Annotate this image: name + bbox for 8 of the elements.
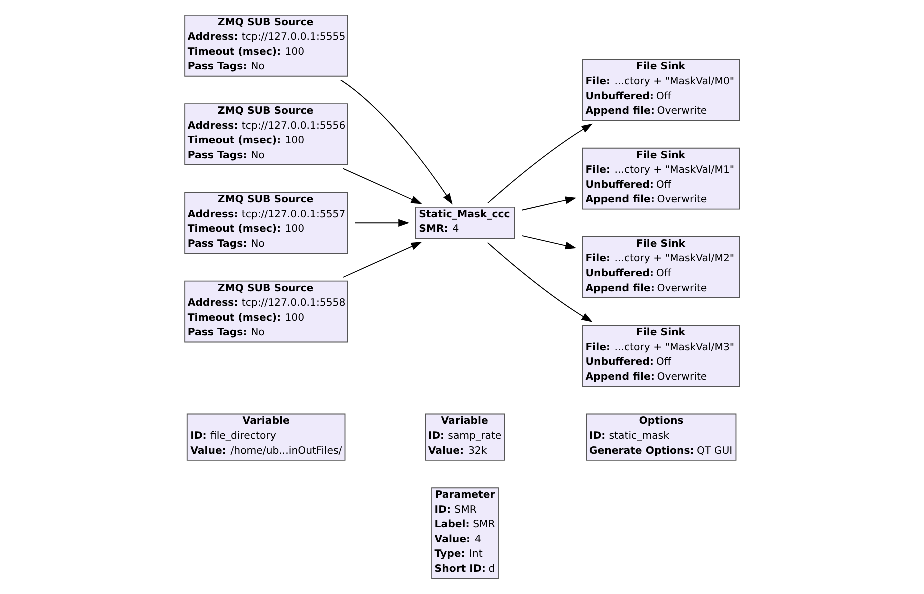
arrow: [340, 80, 452, 205]
arrow: [486, 242, 592, 322]
arrow: [521, 235, 576, 250]
arrow: [521, 196, 576, 211]
arrow: [342, 168, 422, 204]
arrow: [342, 242, 422, 278]
arrow: [486, 124, 592, 204]
arrow: [354, 219, 410, 228]
